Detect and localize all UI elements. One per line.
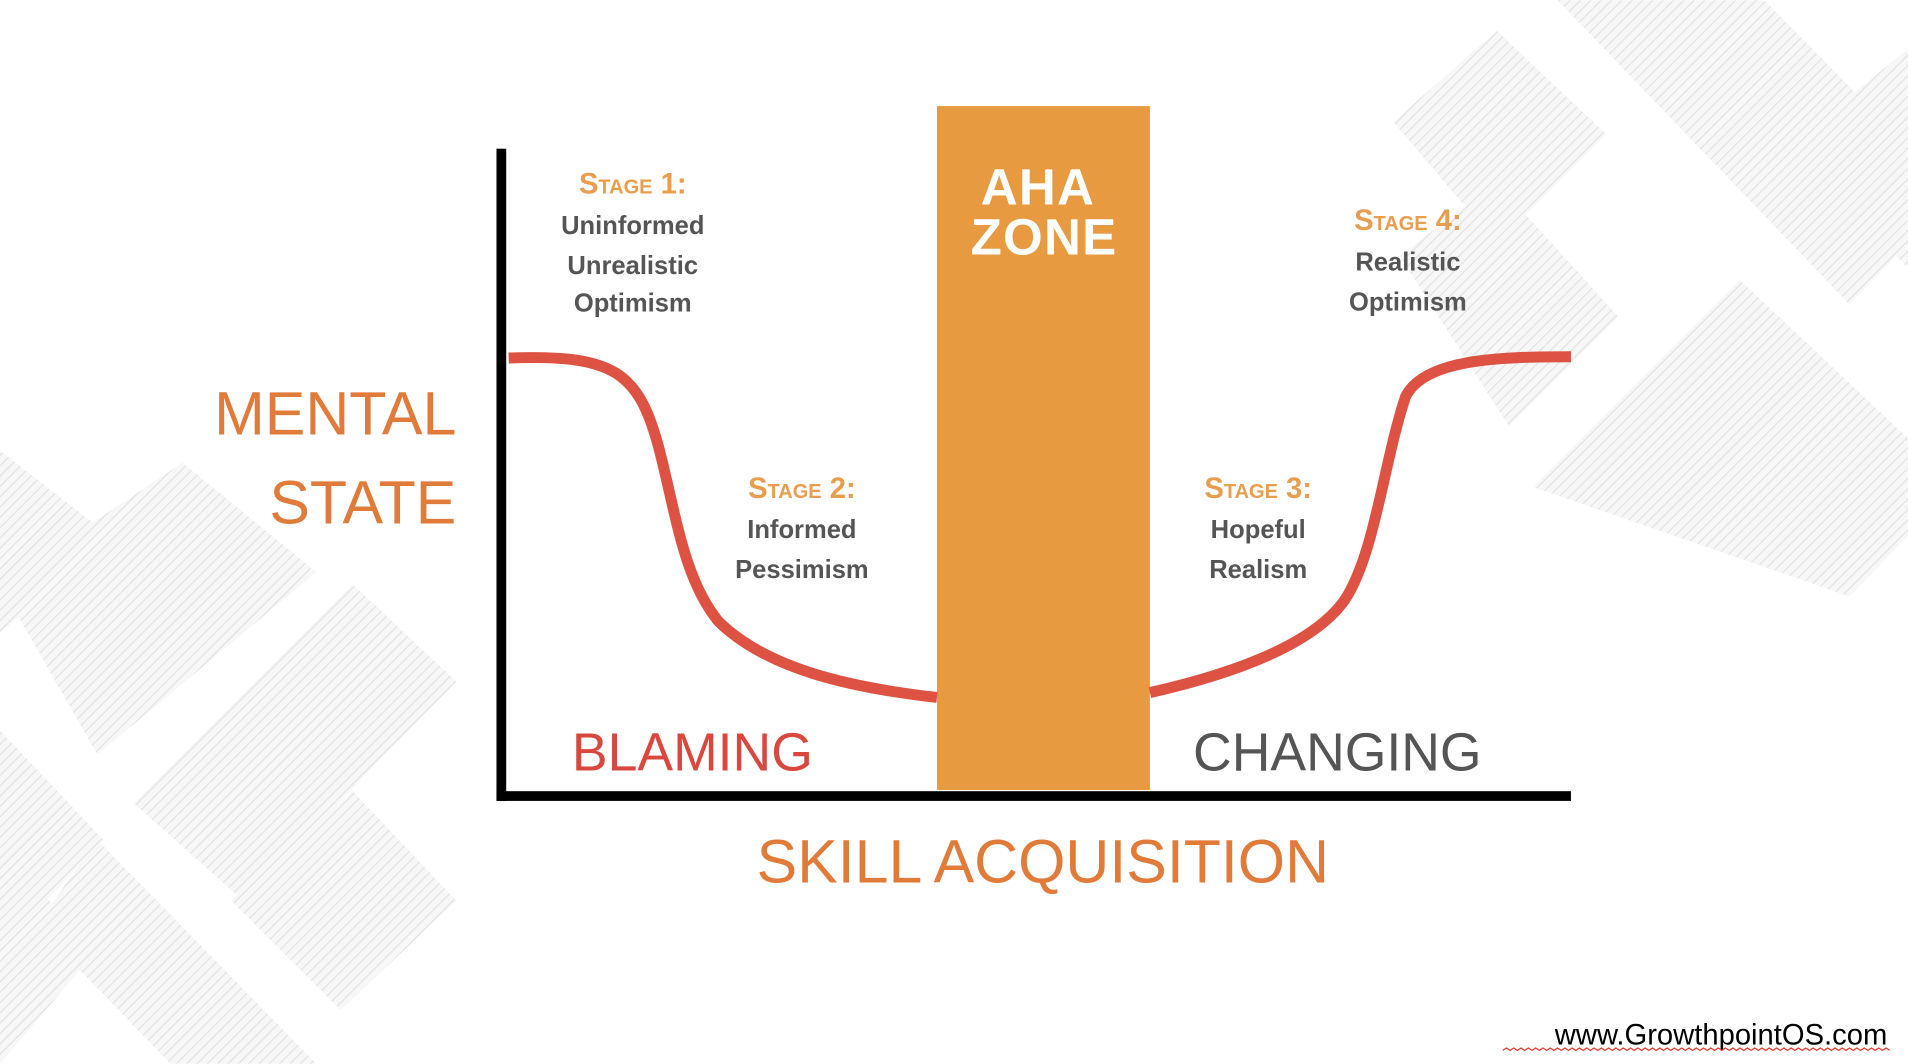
stage-1-line: Unrealistic <box>567 252 698 280</box>
y-axis <box>496 148 507 801</box>
stage-1-line: Uninformed <box>561 212 704 240</box>
stage-1-line: Optimism <box>574 290 692 318</box>
stage-3: Stage 3: Hopeful Realism <box>1204 473 1312 584</box>
stage-2-line: Informed <box>747 516 856 544</box>
curve-left-descent <box>508 352 938 703</box>
stage-4-heading: Stage 4: <box>1354 205 1462 237</box>
aha-zone-bar <box>936 106 1150 790</box>
stage-4-line: Realistic <box>1355 248 1460 276</box>
x-axis-label: SKILL ACQUISITION <box>757 827 1329 895</box>
stage-4: Stage 4: Realistic Optimism <box>1349 205 1467 316</box>
stage-3-heading: Stage 3: <box>1204 473 1312 505</box>
blaming-label: BLAMING <box>572 724 813 783</box>
aha-zone-label-line1: AHA <box>981 159 1095 216</box>
spellcheck-underline <box>1502 1047 1891 1052</box>
stage-2-heading: Stage 2: <box>748 473 856 505</box>
stage-4-line: Optimism <box>1349 289 1467 317</box>
y-axis-label-line2: STATE <box>269 468 456 536</box>
curve-right-ascent <box>1148 351 1571 698</box>
stage-1: Stage 1: Uninformed Unrealistic Optimism <box>561 169 704 318</box>
aha-zone-label-line2: ZONE <box>971 209 1118 266</box>
changing-label: CHANGING <box>1193 724 1482 783</box>
website-url[interactable]: www.GrowthpointOS.com <box>1554 1019 1888 1051</box>
y-axis-label-line1: MENTAL <box>214 380 456 448</box>
stage-2-line: Pessimism <box>735 556 869 584</box>
stage-3-line: Hopeful <box>1211 516 1306 544</box>
stage-3-line: Realism <box>1209 556 1307 584</box>
stage-2: Stage 2: Informed Pessimism <box>735 473 869 584</box>
x-axis <box>496 791 1571 801</box>
stage-1-heading: Stage 1: <box>579 169 687 201</box>
